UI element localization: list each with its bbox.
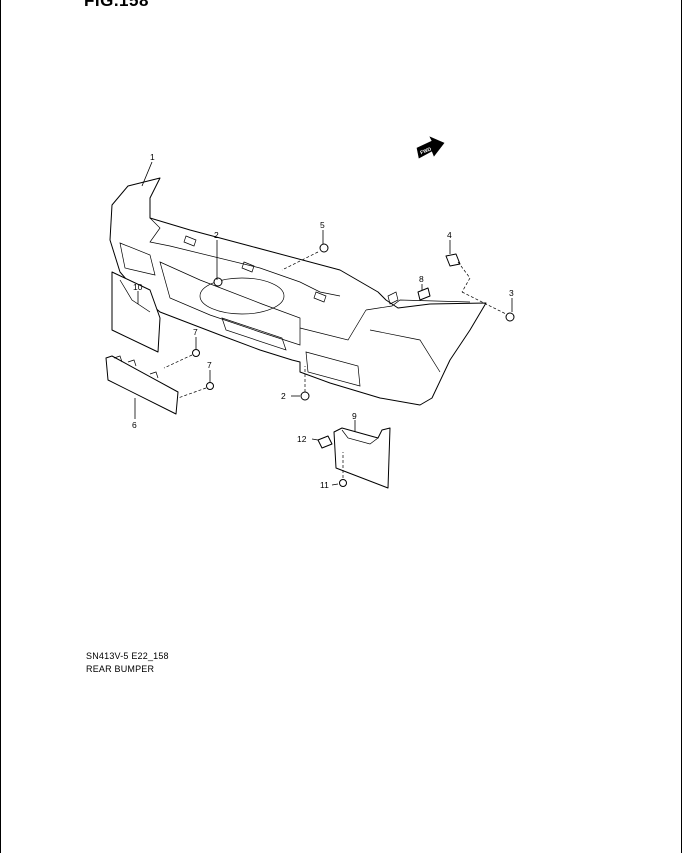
callout-6: 6 (132, 420, 137, 430)
mud-flap-right (333, 427, 391, 489)
callout-3: 3 (509, 288, 514, 298)
callout-2-upper: 2 (214, 230, 219, 240)
callout-2-lower: 2 (281, 391, 286, 401)
callout-4: 4 (447, 230, 452, 240)
callout-8: 8 (419, 274, 424, 284)
callout-10: 10 (133, 282, 143, 292)
rear-bumper-shape (109, 177, 487, 406)
figure-code: SN413V-5 E22_158 (86, 651, 169, 661)
callout-7-upper: 7 (193, 327, 198, 337)
fwd-arrow-label: FWD (420, 146, 433, 156)
callout-7-lower: 7 (207, 360, 212, 370)
figure-title: FIG.158 (84, 0, 149, 10)
callout-11: 11 (320, 480, 329, 490)
figure-caption: REAR BUMPER (86, 664, 155, 674)
callout-5: 5 (320, 220, 325, 230)
leader-lines (134, 161, 513, 486)
callout-12: 12 (297, 434, 307, 444)
lower-cover-plate (105, 355, 179, 415)
fwd-arrow-icon: FWD (416, 136, 445, 159)
mud-flap-left (111, 271, 161, 353)
callout-9: 9 (352, 411, 357, 421)
fastener-icons (192, 243, 515, 487)
callout-1: 1 (150, 152, 155, 162)
